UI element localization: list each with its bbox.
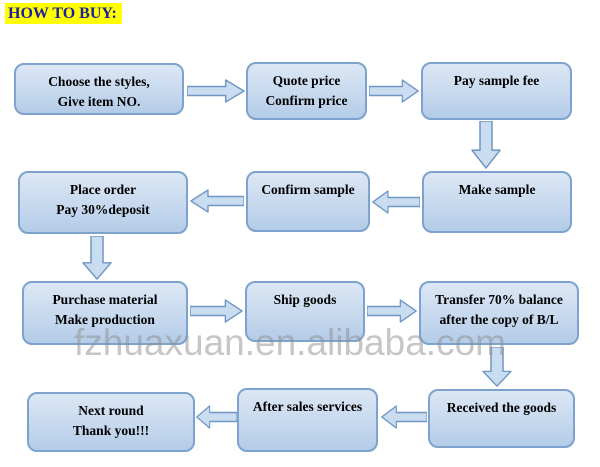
flow-node-text: Make production <box>55 312 155 327</box>
flow-node-choose-styles: Choose the styles, Give item NO. <box>14 63 184 115</box>
flow-node-make-sample: Make sample <box>422 171 572 233</box>
watermark-text: fzhuaxuan.en.alibaba.com <box>74 322 506 363</box>
flow-node-text: Thank you!!! <box>72 423 150 438</box>
flow-node-place-order: Place order Pay 30%deposit <box>18 171 188 234</box>
arrow-right-icon <box>187 79 245 103</box>
flow-node-text: Give item NO. <box>57 94 141 109</box>
flow-node-confirm-sample: Confirm sample <box>246 171 370 232</box>
flow-node-text: Ship goods <box>273 292 337 307</box>
arrow-down-icon <box>471 121 501 169</box>
flow-node-text: Confirm price <box>265 93 348 108</box>
flow-node-next-round: Next round Thank you!!! <box>27 392 195 452</box>
flow-node-text: Pay sample fee <box>453 73 540 88</box>
flow-node-text: Make sample <box>458 182 536 197</box>
flow-node-text: Pay 30%deposit <box>56 202 150 217</box>
flow-node-quote-price: Quote price Confirm price <box>246 62 367 120</box>
flow-node-purchase-material: Purchase material Make production <box>22 281 188 345</box>
page-title: HOW TO BUY: <box>5 3 122 24</box>
arrow-left-icon <box>190 189 244 213</box>
flow-node-transfer-balance: Transfer 70% balance after the copy of B… <box>419 281 579 345</box>
arrow-left-icon <box>381 405 427 429</box>
flow-node-text: After sales services <box>252 399 363 414</box>
flow-node-text: Place order <box>69 182 137 197</box>
arrow-down-icon <box>482 347 512 387</box>
flow-node-received-goods: Received the goods <box>428 389 575 448</box>
flow-node-text: Choose the styles, <box>48 74 150 89</box>
flow-node-text: Transfer 70% balance <box>435 292 563 307</box>
flow-node-text: Confirm sample <box>261 182 355 197</box>
arrow-right-icon <box>190 299 243 323</box>
flow-node-after-sales: After sales services <box>237 388 378 452</box>
arrow-left-icon <box>196 405 237 429</box>
flow-node-text: Quote price <box>272 73 341 88</box>
flow-node-ship-goods: Ship goods <box>245 281 365 342</box>
flow-node-pay-sample-fee: Pay sample fee <box>421 62 572 120</box>
flow-node-text: Purchase material <box>52 292 158 307</box>
flow-node-text: Received the goods <box>446 400 557 415</box>
flow-node-text: after the copy of B/L <box>439 312 559 327</box>
arrow-left-icon <box>372 190 420 214</box>
flow-node-text: Next round <box>78 403 144 418</box>
arrow-right-icon <box>367 299 417 323</box>
arrow-right-icon <box>369 79 419 103</box>
arrow-down-icon <box>82 236 112 280</box>
